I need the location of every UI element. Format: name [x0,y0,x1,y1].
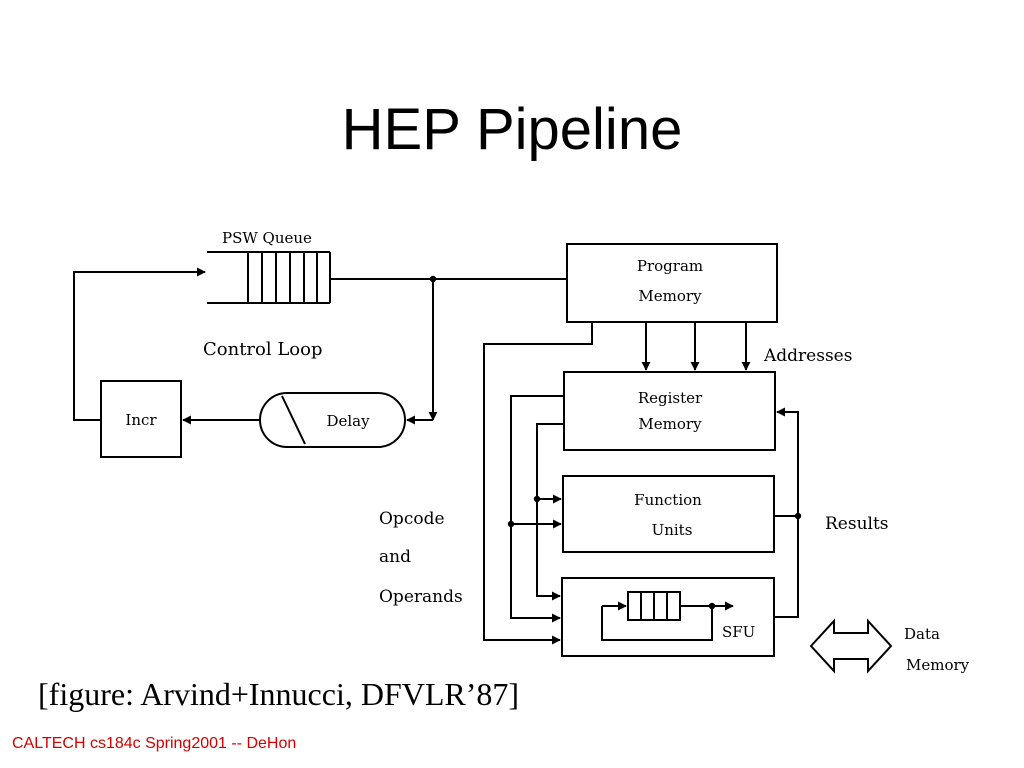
function-units-label-2: Units [652,521,693,539]
register-memory-label-2: Memory [638,415,702,433]
program-memory-label-2: Memory [638,287,702,305]
addresses-label: Addresses [763,346,852,366]
program-memory-box [566,243,778,323]
control-loop-label: Control Loop [203,339,323,360]
and-label: and [379,547,411,567]
data-memory-label-1: Data [904,625,940,643]
program-memory-label-1: Program [637,257,703,275]
register-memory-label-1: Register [638,389,703,407]
operands-label: Operands [379,587,463,607]
psw-queue-box [207,251,331,304]
sfu-label: SFU [722,623,755,641]
data-memory-label-2: Memory [906,656,970,674]
opcode-label: Opcode [379,509,445,529]
psw-queue-label: PSW Queue [222,229,312,247]
delay-label: Delay [326,412,370,430]
function-units-label-1: Function [634,491,702,509]
incr-label: Incr [125,411,157,429]
slide-title: HEP Pipeline [341,97,683,162]
figure-caption: [figure: Arvind+Innucci, DFVLR’87] [38,676,520,712]
results-label: Results [825,514,889,534]
data-memory-arrow [809,618,893,674]
function-units-box [562,475,775,553]
footer-credit: CALTECH cs184c Spring2001 -- DeHon [12,735,297,752]
register-memory-box [563,371,776,451]
